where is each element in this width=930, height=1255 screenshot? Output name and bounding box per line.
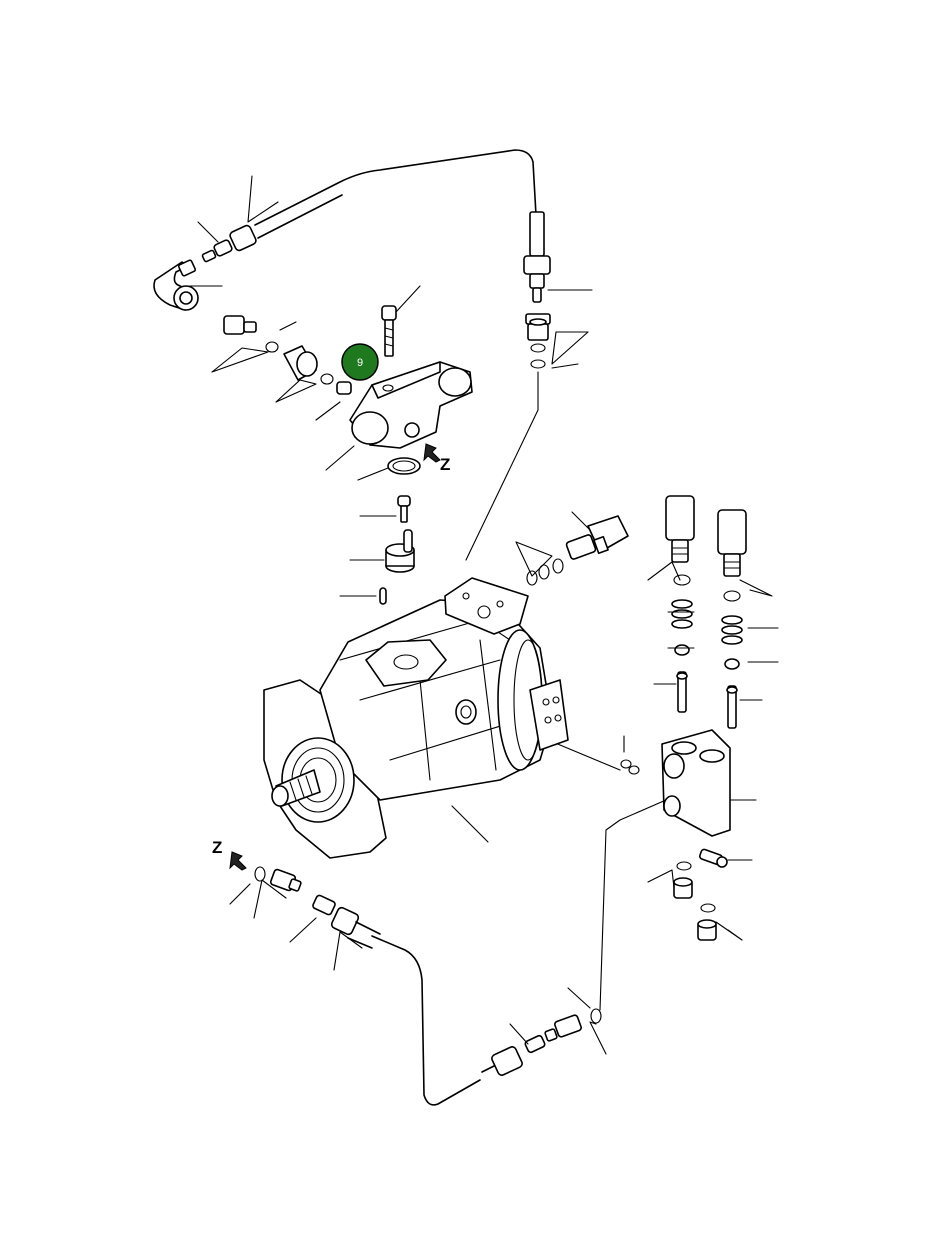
view-marker-z-top: Z [423,443,450,474]
elbow-fitting [153,259,199,311]
callout-9-label: 9 [357,357,363,369]
hose-end-fitting-top-right [523,211,551,303]
bolt-small-mid [397,495,411,523]
o-ring-large-top [387,457,421,475]
hose-end-fitting-top-left [201,224,257,263]
bolt-vertical-top [381,305,397,357]
union-nut-left [283,345,352,395]
adapter-fitting-bottom [544,1008,602,1042]
valve-block-right [620,729,731,837]
control-valve-body [349,361,473,449]
adapter-fitting-left [223,315,279,353]
adapter-fitting-top-right [525,313,551,369]
bolt-right-side [698,848,728,868]
relief-valve-cartridge-left [665,495,695,713]
callout-ticks [189,175,779,1055]
pressure-sensor [526,515,629,586]
view-marker-z-bottom-label: Z [212,838,222,857]
relief-valve-cartridge-right [717,509,747,729]
leader-lines [465,371,667,1011]
callout-9-marker[interactable] [341,343,379,381]
hose-end-fitting-bottom-left [312,894,381,949]
hose-bottom [371,935,495,1106]
view-marker-z-bottom: Z [212,838,247,871]
piston-collar [385,529,415,573]
hose-end-fitting-bottom [491,1034,546,1076]
hydraulic-pump-main [263,577,569,859]
callout-9[interactable]: 9 [341,343,379,381]
plug-fittings-right [673,861,717,941]
hose-top [254,149,537,239]
adapter-fitting-bottom-left [254,866,302,892]
view-marker-z-top-label: Z [440,455,450,474]
pin-small [379,587,387,605]
